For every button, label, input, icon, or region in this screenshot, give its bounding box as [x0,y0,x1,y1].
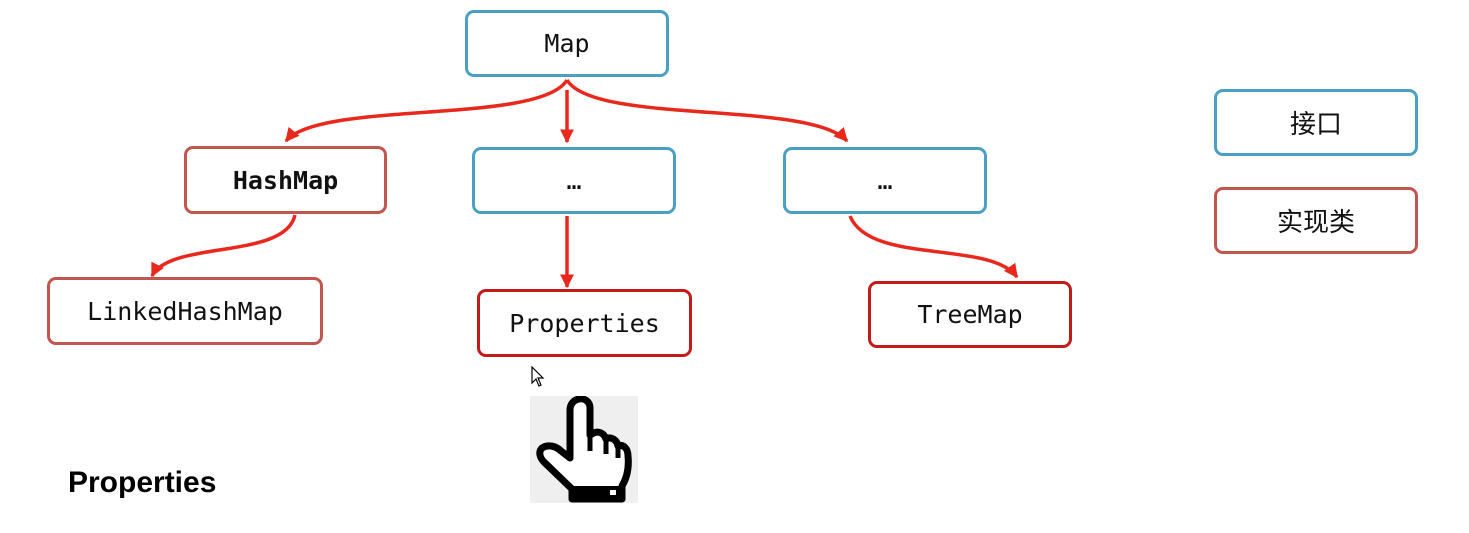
edge-map-to-hashmap [284,78,569,143]
node-properties: Properties [477,289,692,357]
node-map: Map [465,10,669,77]
legend-implementation: 实现类 [1214,187,1418,254]
node-treemap: TreeMap [868,281,1072,348]
page-caption: Properties [68,466,217,499]
edge-dots-to-treemap [848,215,1019,279]
edge-hashmap-to-linkedhashmap [150,214,297,278]
node-linkedhashmap: LinkedHashMap [47,277,323,345]
node-dots-right: … [783,147,987,214]
node-dots-middle: … [472,147,676,214]
mouse-cursor-icon [531,365,545,392]
node-hashmap: HashMap [184,146,387,214]
pointing-hand-icon [530,395,638,503]
legend-interface: 接口 [1214,89,1418,156]
edge-map-to-dots-right [565,78,849,143]
